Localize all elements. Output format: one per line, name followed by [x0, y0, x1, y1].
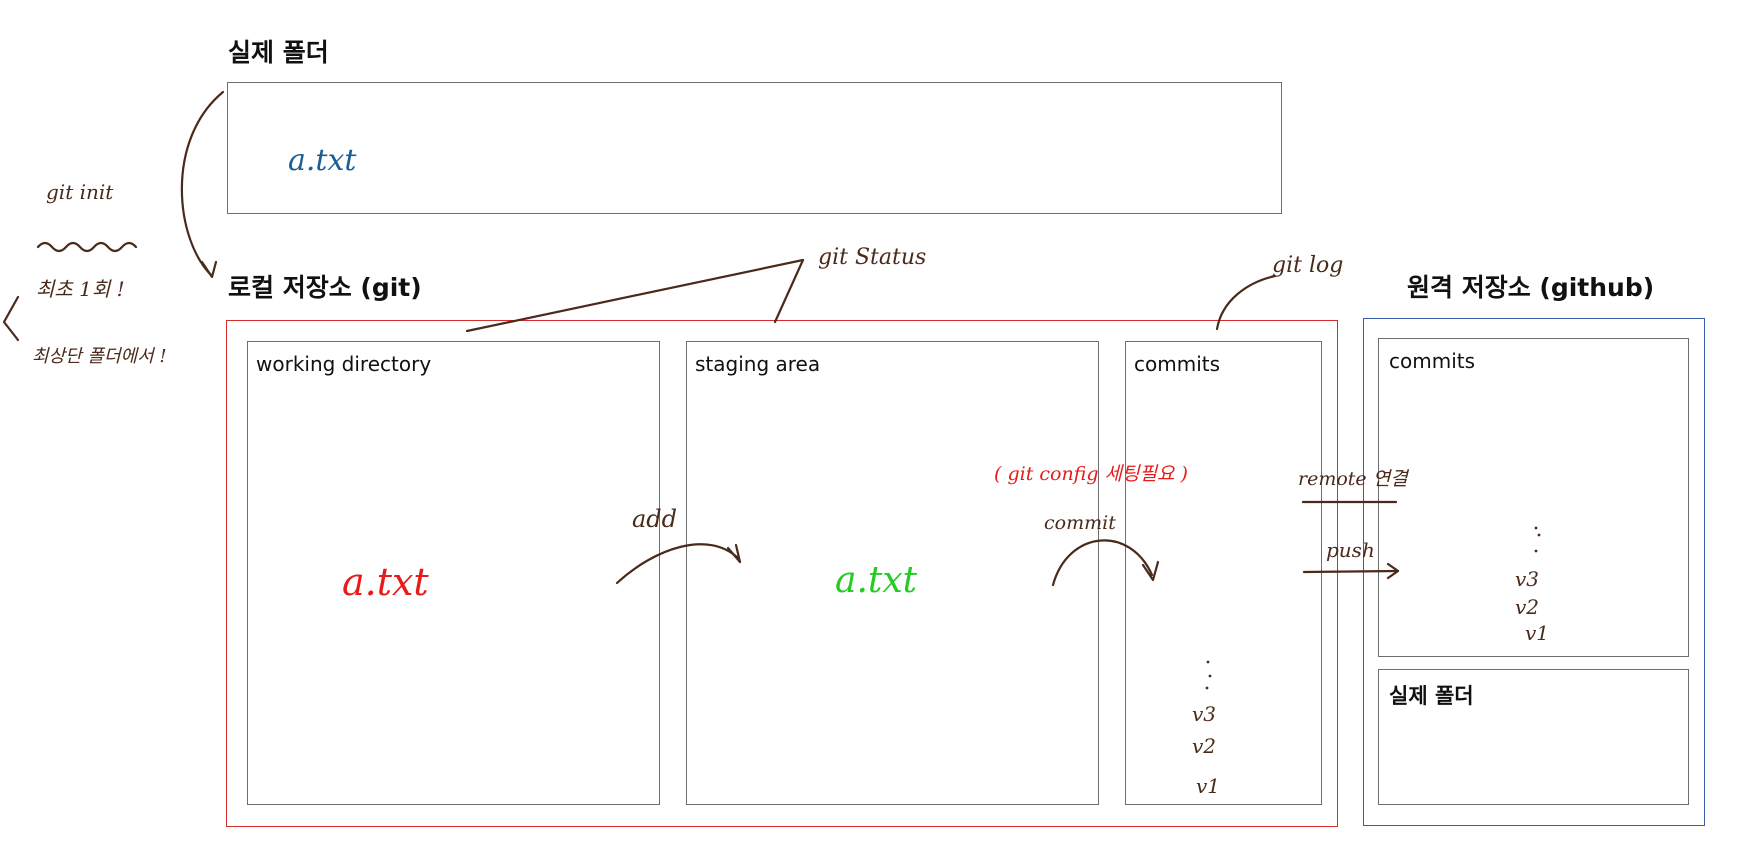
- staging-area-file: a.txt: [835, 560, 918, 601]
- real-folder-heading: 실제 폴더: [228, 38, 329, 67]
- top-folder-note: 최상단 폴더에서 !: [32, 346, 167, 367]
- remote-repo-heading: 원격 저장소 (github): [1407, 273, 1655, 302]
- git-log-note: git log: [1272, 253, 1344, 278]
- init-curve-arrowhead: [200, 260, 218, 279]
- staging-area-box: staging area a.txt: [686, 341, 1099, 805]
- working-directory-label: working directory: [256, 352, 432, 376]
- local-version-v1: v1: [1196, 774, 1221, 798]
- git-init-note: git init: [46, 180, 114, 204]
- left-chevron-icon: [2, 295, 20, 342]
- remote-version-v2: v2: [1515, 595, 1540, 619]
- staging-area-label: staging area: [695, 352, 821, 376]
- commit-note: commit: [1044, 512, 1116, 534]
- local-commits-label: commits: [1134, 352, 1221, 376]
- working-directory-file: a.txt: [342, 560, 429, 604]
- git-status-note: git Status: [818, 245, 927, 270]
- status-line-sa: [773, 258, 805, 324]
- remote-version-v3: v3: [1515, 567, 1540, 591]
- add-note: add: [632, 505, 678, 533]
- local-commits-box: commits v3 v2 v1: [1125, 341, 1322, 805]
- remote-version-v1: v1: [1525, 621, 1550, 645]
- local-repo-heading: 로컬 저장소 (git): [228, 273, 422, 302]
- push-note: push: [1326, 538, 1375, 562]
- once-only-note: 최초 1회 !: [36, 277, 125, 301]
- remote-link-note: remote 연결: [1298, 468, 1408, 490]
- working-directory-box: working directory a.txt: [247, 341, 660, 805]
- remote-commits-label: commits: [1389, 349, 1476, 373]
- remote-real-folder-label: 실제 폴더: [1389, 684, 1474, 708]
- remote-real-folder-box: 실제 폴더: [1378, 669, 1689, 805]
- local-version-v2: v2: [1192, 734, 1217, 758]
- local-version-v3: v3: [1192, 702, 1217, 726]
- real-folder-file: a.txt: [288, 143, 357, 178]
- remote-commits-box: commits v3 v2 v1: [1378, 338, 1689, 657]
- init-curve-arrow: [180, 90, 225, 278]
- git-config-note: ( git config 세팅필요 ): [994, 463, 1188, 485]
- real-folder-box: a.txt: [227, 82, 1282, 214]
- init-squiggle: [36, 241, 138, 253]
